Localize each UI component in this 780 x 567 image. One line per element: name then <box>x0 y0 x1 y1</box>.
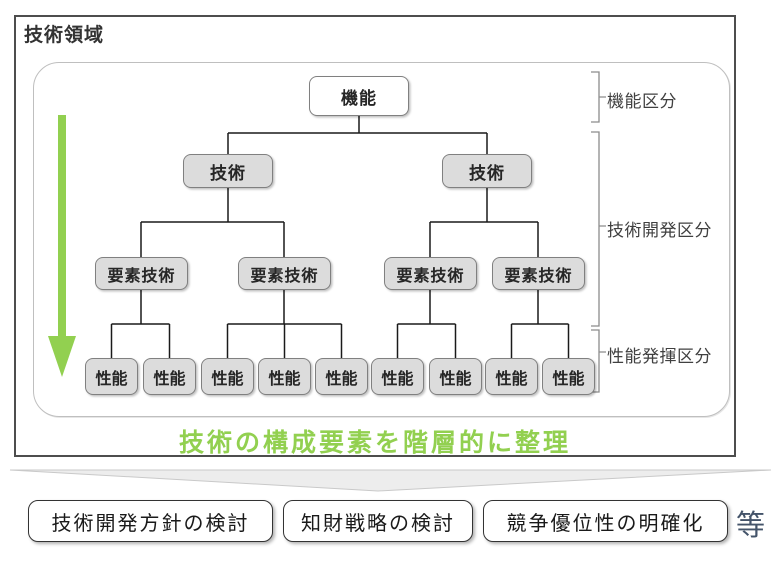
node-element-tech-2: 要素技術 <box>238 257 331 290</box>
etc-label: 等 <box>736 510 766 542</box>
node-element-tech-1: 要素技術 <box>95 257 188 290</box>
outcome-box-competitive-advantage: 競争優位性の明確化 <box>483 500 728 542</box>
outcome-box-ip-strategy: 知財戦略の検討 <box>283 500 473 542</box>
node-element-tech-3: 要素技術 <box>384 257 477 290</box>
node-performance-2: 性能 <box>143 358 196 395</box>
node-technology-2: 技術 <box>442 154 532 188</box>
section-brackets <box>591 71 606 393</box>
node-performance-6: 性能 <box>371 358 424 395</box>
funnel-shape <box>9 469 772 492</box>
side-label-performance-category: 性能発揮区分 <box>607 347 712 366</box>
caption-hierarchy-summary: 技術の構成要素を階層的に整理 <box>178 429 571 457</box>
down-arrow-icon <box>48 115 76 377</box>
node-technology-1: 技術 <box>183 154 273 188</box>
node-performance-4: 性能 <box>258 358 311 395</box>
page-title: 技術領域 <box>24 25 105 46</box>
node-performance-7: 性能 <box>429 358 482 395</box>
hierarchy-panel <box>33 62 730 417</box>
node-performance-9: 性能 <box>542 358 595 395</box>
side-label-function-category: 機能区分 <box>607 92 677 111</box>
node-performance-1: 性能 <box>85 358 138 395</box>
outcome-box-tech-development-policy: 技術開発方針の検討 <box>28 500 273 542</box>
node-performance-3: 性能 <box>201 358 254 395</box>
side-label-tech-development-category: 技術開発区分 <box>607 221 712 240</box>
node-performance-8: 性能 <box>485 358 538 395</box>
node-element-tech-4: 要素技術 <box>492 257 585 290</box>
node-performance-5: 性能 <box>315 358 368 395</box>
node-function: 機能 <box>309 76 409 116</box>
tree-connectors <box>110 116 570 358</box>
